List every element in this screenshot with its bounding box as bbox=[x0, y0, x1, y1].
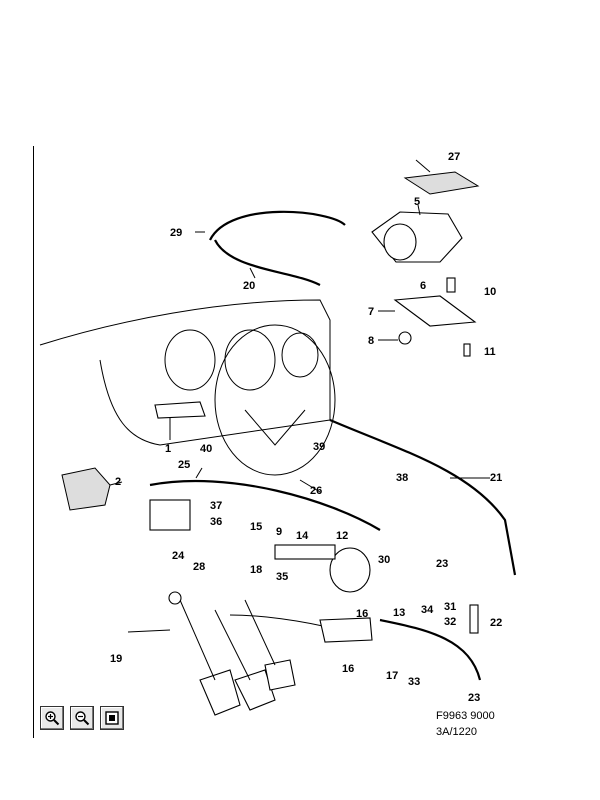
pedal-1 bbox=[199, 669, 241, 716]
callout-22: 22 bbox=[490, 617, 502, 629]
callout-8: 8 bbox=[368, 335, 374, 347]
callout-26: 26 bbox=[310, 485, 322, 497]
callout-30: 30 bbox=[378, 554, 390, 566]
callout-14: 14 bbox=[296, 530, 309, 542]
part-2-module bbox=[61, 467, 111, 511]
callout-12: 12 bbox=[336, 530, 348, 542]
callout-33: 33 bbox=[408, 676, 420, 688]
callout-1: 1 bbox=[165, 443, 171, 455]
callout-29: 29 bbox=[170, 227, 182, 239]
part-11 bbox=[463, 343, 471, 357]
pedal-2 bbox=[234, 669, 276, 711]
part-24 bbox=[149, 499, 191, 531]
callout-13: 13 bbox=[393, 607, 405, 619]
callout-18: 18 bbox=[250, 564, 262, 576]
part-27 bbox=[403, 171, 480, 195]
callout-20: 20 bbox=[243, 280, 255, 292]
callout-27: 27 bbox=[448, 151, 460, 163]
frame-border bbox=[33, 146, 34, 738]
zoom-in-icon bbox=[45, 711, 60, 726]
part-1-switch bbox=[154, 401, 206, 419]
zoom-in-button[interactable] bbox=[40, 706, 64, 730]
callout-36: 36 bbox=[210, 516, 222, 528]
figure-reference-code: F9963 9000 bbox=[436, 710, 495, 722]
callout-40: 40 bbox=[200, 443, 212, 455]
hose-32 bbox=[379, 618, 482, 681]
steering-wheel bbox=[214, 324, 336, 476]
callout-38: 38 bbox=[396, 472, 408, 484]
callout-11: 11 bbox=[484, 346, 496, 358]
zoom-toolbar bbox=[40, 706, 124, 730]
figure-sub-code: 3A/1220 bbox=[436, 726, 477, 738]
callout-28: 28 bbox=[193, 561, 205, 573]
zoom-out-icon bbox=[75, 711, 90, 726]
fit-window-icon bbox=[105, 711, 119, 725]
callout-34: 34 bbox=[421, 604, 434, 616]
pedal-3 bbox=[264, 659, 296, 691]
fit-window-button[interactable] bbox=[100, 706, 124, 730]
callout-16-lower: 16 bbox=[342, 663, 354, 675]
callout-6: 6 bbox=[420, 280, 426, 292]
cable-26 bbox=[149, 479, 381, 531]
cable-21 bbox=[329, 418, 517, 576]
leader-lines bbox=[109, 159, 490, 633]
callout-23: 23 bbox=[436, 558, 448, 570]
part-14 bbox=[274, 544, 336, 560]
part-22 bbox=[469, 604, 479, 634]
callout-10: 10 bbox=[484, 286, 496, 298]
callout-21: 21 bbox=[490, 472, 502, 484]
callout-15: 15 bbox=[250, 521, 262, 533]
callout-2: 2 bbox=[115, 476, 121, 488]
part-28 bbox=[168, 591, 182, 605]
callout-19: 19 bbox=[110, 653, 122, 665]
callout-37: 37 bbox=[210, 500, 222, 512]
callout-16-upper: 16 bbox=[356, 608, 368, 620]
callout-31: 31 bbox=[444, 601, 456, 613]
part-16-valve bbox=[319, 617, 373, 643]
callout-24: 24 bbox=[172, 550, 185, 562]
callout-35: 35 bbox=[276, 571, 288, 583]
part-7-bracket bbox=[393, 295, 477, 327]
callout-25: 25 bbox=[178, 459, 190, 471]
callout-9: 9 bbox=[276, 526, 282, 538]
callout-5: 5 bbox=[414, 196, 420, 208]
zoom-out-button[interactable] bbox=[70, 706, 94, 730]
cable-20 bbox=[209, 210, 346, 241]
callout-7: 7 bbox=[368, 306, 374, 318]
callout-23-lower: 23 bbox=[468, 692, 480, 704]
part-12-pump bbox=[329, 547, 371, 593]
dashboard-outline bbox=[39, 299, 331, 420]
callout-39: 39 bbox=[313, 441, 325, 453]
callout-labels: 27 5 29 20 6 10 7 8 11 1 40 39 25 2 38 2… bbox=[110, 151, 502, 704]
part-6 bbox=[446, 277, 456, 293]
callout-32: 32 bbox=[444, 616, 456, 628]
callout-17: 17 bbox=[386, 670, 398, 682]
part-8-nut bbox=[398, 331, 412, 345]
